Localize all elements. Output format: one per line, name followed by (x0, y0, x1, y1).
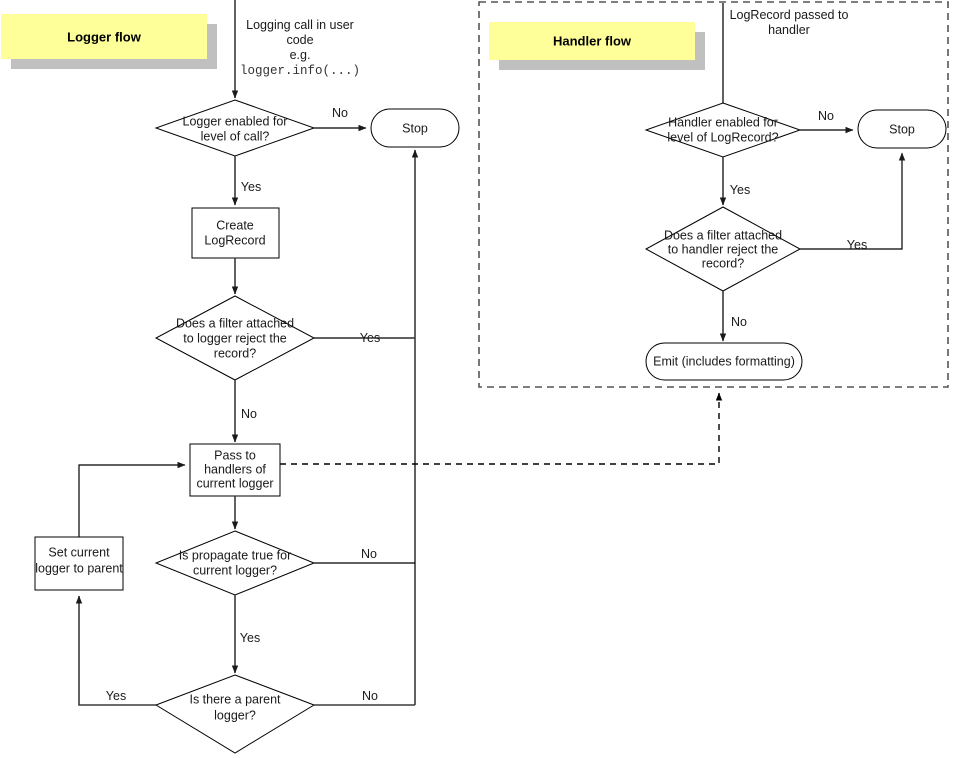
emit-terminator[interactable] (645, 342, 803, 381)
edge-set-parent-loop-back (78, 461, 186, 537)
node-handler-enabled[interactable]: Handler enabled for level of LogRecord? (644, 102, 802, 158)
edge-parent-yes (75, 595, 156, 706)
create-logrecord-label-line2: LogRecord (204, 233, 265, 247)
edge-pass-to-handler-flow (280, 392, 723, 465)
handler-flow-banner-label: Handler flow (553, 33, 632, 48)
pass-to-handlers-label-line1: Pass to (214, 448, 256, 462)
parent-logger-label-line1: Is there a parent (189, 692, 281, 706)
node-logger-filter[interactable]: Does a filter attached to logger reject … (154, 295, 316, 381)
handler-enabled-label-line2: level of LogRecord? (667, 130, 778, 144)
edge-label-handler-filter-yes: Yes (847, 238, 867, 252)
handler-filter-label-line2: to handler reject the (668, 242, 779, 256)
handler-enabled-label-line1: Handler enabled for (668, 115, 778, 129)
logger-filter-label-line3: record? (214, 346, 256, 360)
is-propagate-label-line1: Is propagate true for (179, 548, 292, 562)
stop-handler-label: Stop (889, 122, 915, 136)
handler-entry-label-line1: LogRecord passed to (730, 8, 849, 22)
edge-handler-filter-yes (800, 152, 906, 250)
parent-logger-label-line2: logger? (214, 708, 256, 722)
create-logrecord-box[interactable] (191, 207, 280, 259)
pass-to-handlers-label-line3: current logger (196, 476, 273, 490)
pass-to-handlers-box[interactable] (189, 443, 281, 497)
logger-flow-banner-label: Logger flow (67, 29, 142, 44)
stop-logger-terminator[interactable] (370, 108, 460, 148)
logger-banner-fill (1, 14, 207, 59)
pass-to-handlers-label-line2: handlers of (204, 462, 266, 476)
node-is-propagate[interactable]: Is propagate true for current logger? (154, 530, 316, 596)
logger-entry-label-line2: code (286, 33, 313, 47)
stop-handler-terminator[interactable] (857, 109, 947, 149)
logger-enabled-label-line1: Logger enabled for (183, 114, 288, 128)
set-parent-label-line1: Set current (48, 545, 110, 559)
handler-filter-label-line1: Does a filter attached (664, 228, 782, 242)
edge-label-propagate-yes: Yes (240, 631, 260, 645)
logger-filter-label-line1: Does a filter attached (176, 316, 294, 330)
handler-entry-label-line2: handler (768, 23, 810, 37)
set-parent-label-line2: logger to parent (35, 561, 123, 575)
logger-enabled-label-line2: level of call? (201, 129, 270, 143)
edge-label-propagate-no: No (361, 547, 377, 561)
edge-label-parent-no: No (362, 689, 378, 703)
logger-flow-banner: Logger flow (1, 14, 217, 69)
node-stop-logger[interactable]: Stop (370, 108, 460, 148)
node-set-parent[interactable]: Set current logger to parent (34, 536, 124, 591)
edge-label-handler-enabled-no: No (818, 109, 834, 123)
logger-filter-label-line2: to logger reject the (183, 331, 287, 345)
node-stop-handler[interactable]: Stop (857, 109, 947, 149)
is-propagate-label-line2: current logger? (193, 563, 277, 577)
edge-label-logger-filter-no: No (241, 407, 257, 421)
logger-entry-label-code: logger.info(...) (240, 64, 360, 78)
node-handler-filter[interactable]: Does a filter attached to handler reject… (644, 206, 802, 292)
edge-label-logger-enabled-no: No (332, 106, 348, 120)
edge-label-logger-filter-yes: Yes (360, 331, 380, 345)
handler-flow-banner: Handler flow (489, 22, 705, 70)
stop-logger-label: Stop (402, 121, 428, 135)
parent-logger-diamond[interactable] (154, 674, 316, 754)
logger-entry-label-line3: e.g. (290, 48, 311, 62)
node-parent-logger[interactable]: Is there a parent logger? (154, 674, 316, 754)
create-logrecord-label-line1: Create (216, 218, 254, 232)
handler-filter-label-line3: record? (702, 256, 744, 270)
node-create-logrecord[interactable]: Create LogRecord (191, 207, 280, 259)
edge-label-logger-enabled-yes: Yes (241, 180, 261, 194)
node-logger-enabled[interactable]: Logger enabled for level of call? (154, 99, 316, 157)
logger-entry-label-line1: Logging call in user (246, 18, 354, 32)
edge-label-parent-yes: Yes (106, 689, 126, 703)
node-emit[interactable]: Emit (includes formatting) (645, 342, 803, 381)
handler-banner-fill (489, 22, 695, 60)
edge-label-handler-enabled-yes: Yes (730, 183, 750, 197)
edge-label-handler-filter-no: No (731, 315, 747, 329)
emit-label: Emit (includes formatting) (653, 354, 795, 368)
handler-flow-group-box (478, 1, 949, 388)
node-pass-to-handlers[interactable]: Pass to handlers of current logger (189, 443, 281, 497)
